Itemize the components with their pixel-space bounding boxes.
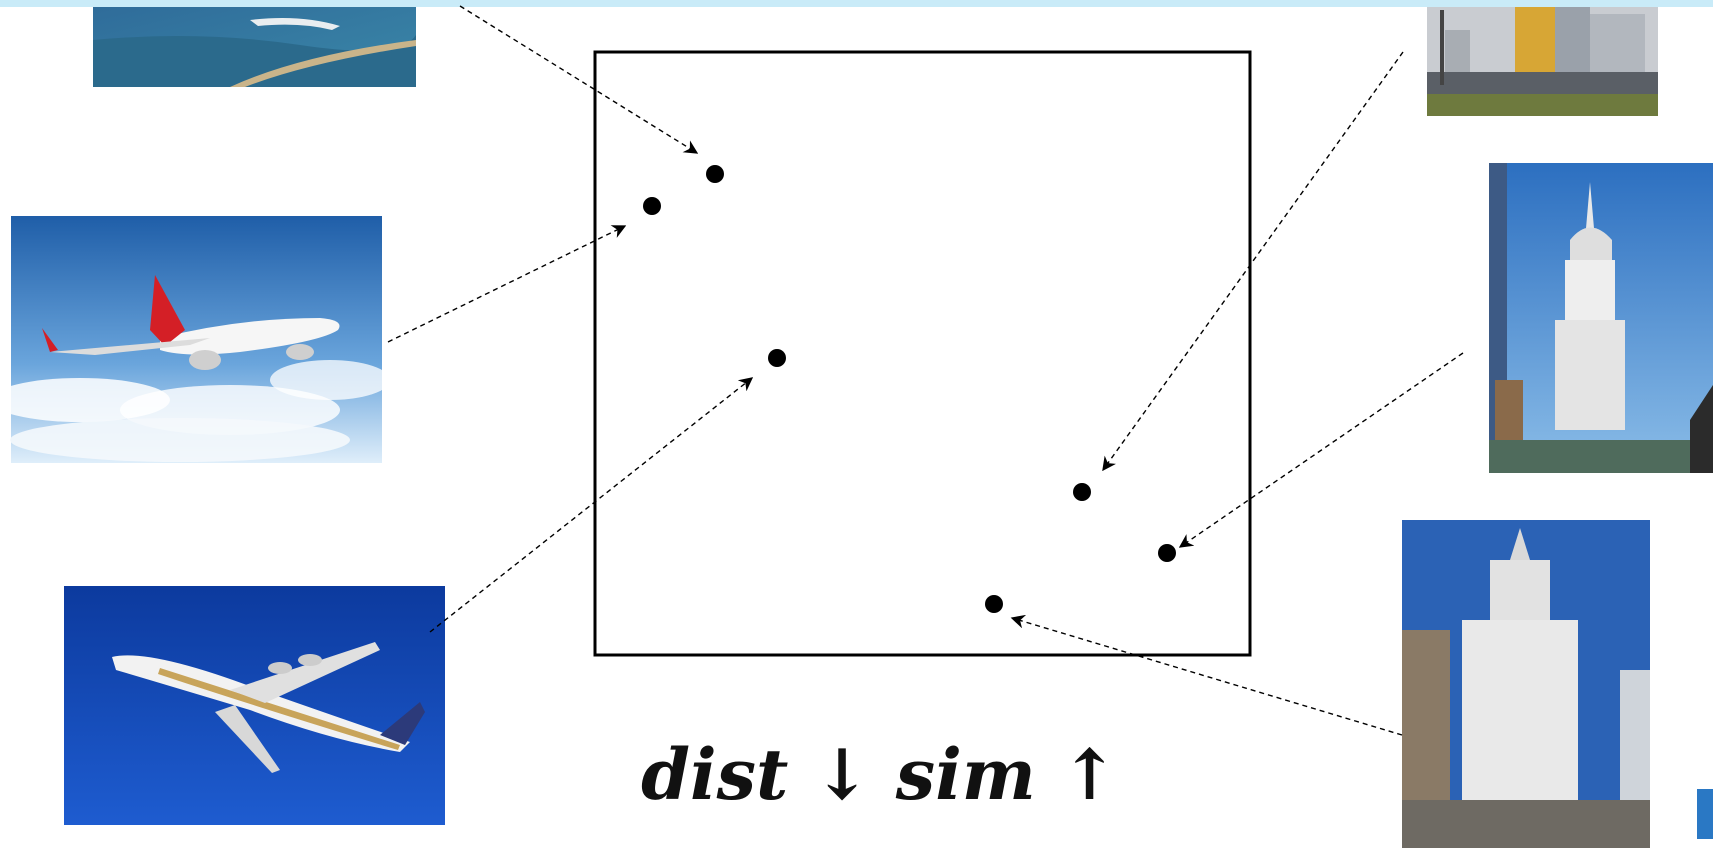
point-airplane-2 xyxy=(643,197,661,215)
arrow-airplane-3 xyxy=(429,377,754,633)
thumbnail-woolworth-building xyxy=(1402,520,1650,848)
embedding-space-frame xyxy=(593,50,1252,657)
arrow-building-3 xyxy=(1010,614,1403,736)
thumbnail-chrysler-building xyxy=(1489,163,1713,473)
arrow-airplane-2 xyxy=(387,225,627,343)
corner-logo-fragment xyxy=(1697,789,1713,839)
point-building-3 xyxy=(985,595,1003,613)
top-accent-strip xyxy=(0,0,1713,7)
arrow-airplane-1 xyxy=(459,5,699,154)
point-airplane-3 xyxy=(768,349,786,367)
embedding-points xyxy=(643,165,1176,613)
point-building-2 xyxy=(1158,544,1176,562)
thumbnail-airplane-coast xyxy=(93,7,416,87)
thumbnail-qantas-airplane xyxy=(0,216,390,463)
caption-text: dist ↓ sim ↑ xyxy=(641,733,1119,816)
arrow-building-2 xyxy=(1178,352,1464,548)
thumbnail-city-skyscraper xyxy=(1427,7,1658,116)
point-airplane-1 xyxy=(706,165,724,183)
point-building-1 xyxy=(1073,483,1091,501)
mapping-arrows xyxy=(387,5,1464,736)
thumbnail-jumbo-jet xyxy=(64,586,445,825)
arrow-building-1 xyxy=(1102,51,1404,472)
